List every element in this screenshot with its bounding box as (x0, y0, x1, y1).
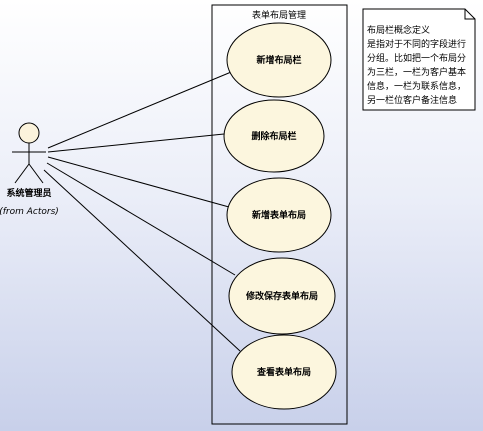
association-line[interactable] (47, 133, 225, 153)
actor-stereotype: (from Actors) (0, 207, 59, 217)
use-case-uc5[interactable]: 查看表单布局 (231, 334, 337, 410)
use-case-uc3[interactable]: 新增表单布局 (226, 177, 332, 253)
actor-left-leg-icon (14, 163, 30, 184)
use-case-label: 新增表单布局 (252, 209, 306, 221)
use-case-ellipse (228, 257, 336, 335)
actor-name: 系统管理员 (6, 187, 51, 199)
actor-right-leg-icon (28, 163, 44, 184)
system-boundary[interactable]: 表单布局管理 (211, 4, 348, 425)
association-line[interactable] (47, 156, 230, 208)
use-case-ellipse (223, 99, 325, 173)
use-case-ellipse (226, 22, 332, 98)
note-line: 布局栏概念定义 (367, 24, 430, 36)
note-line: 另一栏位客户备注信息 (367, 94, 457, 106)
use-case-uc4[interactable]: 修改保存表单布局 (228, 257, 336, 335)
associations (43, 69, 241, 352)
use-case-uc2[interactable]: 删除布局栏 (223, 99, 325, 173)
association-line[interactable] (43, 169, 241, 352)
system-boundary-title: 表单布局管理 (252, 9, 306, 21)
note-body (362, 8, 476, 111)
system-boundary-box (211, 4, 348, 425)
use-case-uc1[interactable]: 新增布局栏 (226, 22, 332, 98)
use-case-ellipse (226, 177, 332, 253)
use-case-label: 修改保存表单布局 (245, 290, 318, 302)
use-case-ellipse (231, 334, 337, 410)
note-line: 信息，一栏为联系信息， (367, 80, 466, 92)
use-case-label: 新增布局栏 (256, 54, 301, 66)
note-line: 是指对于不同的字段进行 (367, 38, 466, 50)
use-case-label: 查看表单布局 (256, 366, 311, 378)
note-line: 为三栏，一栏为客户基本 (367, 66, 466, 78)
note-fold-icon (464, 9, 475, 20)
actor-head-icon (18, 122, 40, 144)
actor-system-admin[interactable]: 系统管理员 (from Actors) (0, 122, 59, 217)
note-line: 分组。比如把一个布局分 (367, 52, 466, 64)
use-case-label: 删除布局栏 (251, 130, 296, 142)
association-line[interactable] (46, 162, 236, 276)
association-line[interactable] (47, 69, 237, 149)
note-layout-column-definition[interactable]: 布局栏概念定义 是指对于不同的字段进行 分组。比如把一个布局分 为三栏，一栏为客… (362, 8, 476, 111)
